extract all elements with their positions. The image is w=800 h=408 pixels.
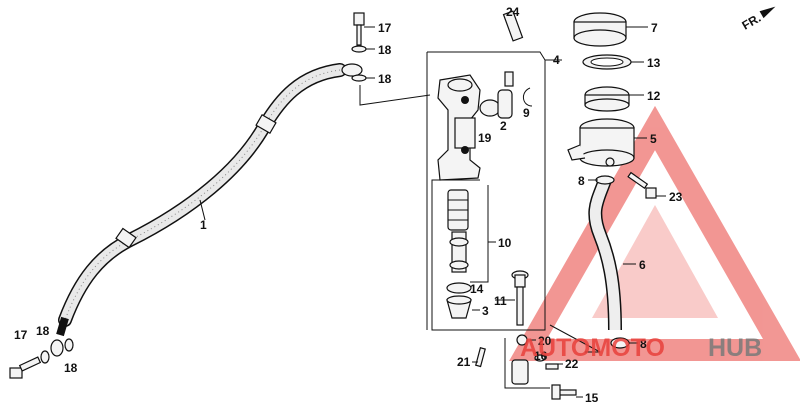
brake-hose	[56, 63, 347, 337]
watermark-text-part1: AUTOMOTO	[520, 334, 665, 362]
banjo-bolt-top	[341, 12, 367, 82]
leader-lines	[199, 26, 666, 398]
watermark-text: AUTOMOTO HUB	[520, 334, 762, 362]
label-13: 13	[647, 56, 661, 70]
direction-marker-text: FR.	[740, 11, 764, 33]
label-23: 23	[669, 190, 683, 204]
reservoir-assembly	[567, 12, 635, 167]
label-14: 14	[470, 282, 484, 296]
label-11: 11	[494, 294, 507, 308]
label-19: 19	[478, 131, 492, 145]
label-20: 20	[538, 334, 552, 348]
clevis-parts	[475, 334, 577, 400]
label-12: 12	[647, 89, 661, 103]
direction-arrow-icon	[759, 6, 776, 19]
label-15: 15	[585, 391, 599, 405]
label-17-top: 17	[378, 21, 392, 35]
reservoir-hose	[588, 175, 630, 349]
label-18-bottom-a: 18	[36, 324, 50, 338]
label-22: 22	[565, 357, 579, 371]
label-3: 3	[482, 304, 489, 318]
label-8-upper: 8	[578, 174, 585, 188]
watermark-logo	[509, 105, 800, 361]
group-brackets	[359, 51, 601, 389]
label-1: 1	[200, 218, 207, 232]
master-cylinder-body	[437, 10, 524, 181]
piston-kit	[446, 189, 472, 319]
label-9: 9	[523, 106, 530, 120]
watermark-text-part2: HUB	[708, 334, 762, 362]
label-21: 21	[457, 355, 471, 369]
label-8-lower: 8	[640, 337, 647, 351]
label-18-top-a: 18	[378, 43, 392, 57]
direction-marker: FR.	[740, 6, 776, 33]
label-7: 7	[651, 21, 658, 35]
label-10: 10	[498, 236, 512, 250]
label-18-bottom-b: 18	[64, 361, 78, 375]
label-2: 2	[500, 119, 507, 133]
part-labels: 17 18 18 24 4 9 2 19 7 13 12 5 8 23 1 10…	[14, 5, 683, 405]
label-18-top-b: 18	[378, 72, 392, 86]
label-6: 6	[639, 258, 646, 272]
label-17-bottom: 17	[14, 328, 28, 342]
push-rod	[511, 270, 529, 326]
bolt-23	[627, 171, 657, 199]
label-5: 5	[650, 132, 657, 146]
fitting-parts	[479, 71, 533, 119]
label-16: 16	[534, 349, 548, 363]
label-4: 4	[553, 53, 560, 67]
label-24: 24	[506, 5, 520, 19]
banjo-bolt-bottom	[9, 338, 74, 379]
